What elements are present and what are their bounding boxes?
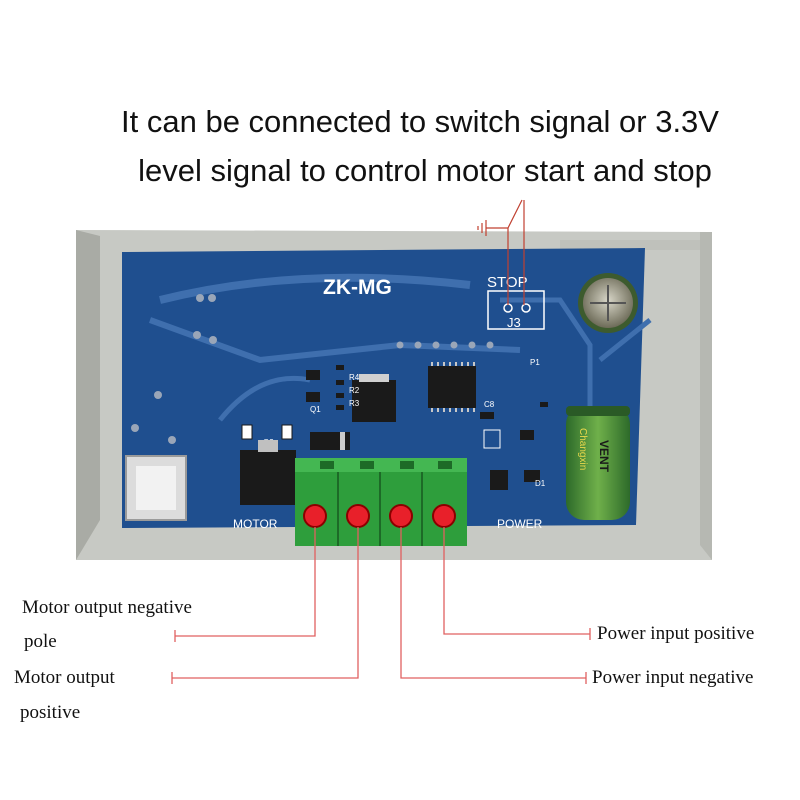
model-label: ZK-MG bbox=[323, 276, 392, 299]
stop-jumper: STOP J3 bbox=[487, 274, 545, 330]
terminal-motor-positive bbox=[346, 504, 370, 528]
capacitor-vent: VENT bbox=[597, 440, 611, 473]
power-silk-label: POWER bbox=[497, 517, 543, 531]
terminal-block bbox=[295, 458, 467, 546]
svg-text:C8: C8 bbox=[484, 400, 495, 409]
smd-components bbox=[306, 365, 548, 490]
leader-lines bbox=[171, 527, 591, 684]
label-power-negative: Power input negative bbox=[592, 667, 754, 688]
terminal-power-negative bbox=[389, 504, 413, 528]
label-motor-positive-line2: positive bbox=[20, 702, 81, 723]
jumper-label: J3 bbox=[507, 315, 521, 330]
caption-line-2: level signal to control motor start and … bbox=[138, 153, 712, 188]
electrolytic-capacitor-large: Changxin VENT bbox=[566, 406, 630, 520]
mounting-bracket bbox=[125, 455, 187, 521]
microcontroller-chip bbox=[428, 362, 476, 412]
terminal-motor-negative bbox=[303, 504, 327, 528]
switch-symbol bbox=[477, 199, 525, 305]
mosfet-q3 bbox=[240, 424, 296, 505]
svg-text:R4: R4 bbox=[349, 373, 360, 382]
stop-label: STOP bbox=[487, 274, 528, 291]
label-motor-positive-line1: Motor output bbox=[14, 667, 115, 688]
caption-line-1: It can be connected to switch signal or … bbox=[121, 104, 719, 139]
terminal-power-positive bbox=[432, 504, 456, 528]
svg-text:D1: D1 bbox=[535, 479, 546, 488]
label-motor-negative-line1: Motor output negative bbox=[22, 597, 192, 618]
capacitor-brand: Changxin bbox=[577, 428, 588, 470]
electrolytic-capacitor-small bbox=[578, 273, 638, 333]
motor-silk-label: MOTOR bbox=[233, 517, 278, 531]
svg-text:Q1: Q1 bbox=[310, 405, 321, 414]
svg-text:R3: R3 bbox=[349, 399, 360, 408]
label-motor-negative-line2: pole bbox=[24, 631, 57, 652]
svg-text:P1: P1 bbox=[530, 358, 540, 367]
svg-text:R2: R2 bbox=[349, 386, 360, 395]
label-power-positive: Power input positive bbox=[597, 623, 755, 644]
